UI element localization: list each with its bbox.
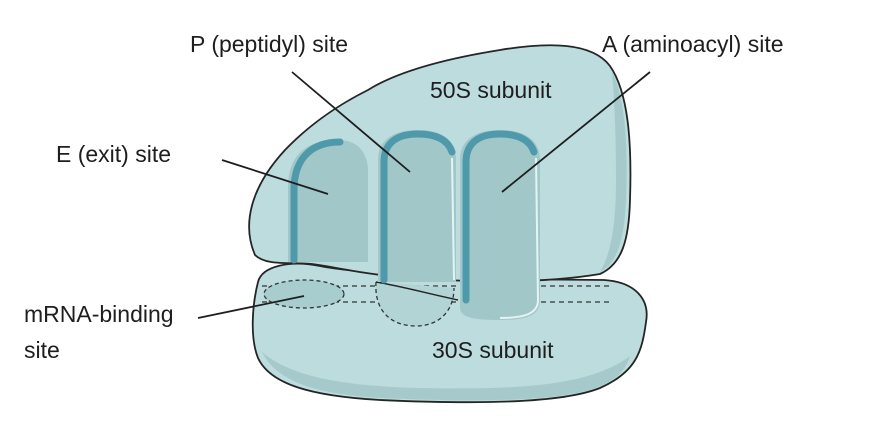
a-site-highlight (499, 157, 540, 319)
mrna-binding-oval (263, 279, 345, 309)
p-site-pocket (378, 130, 456, 284)
large-subunit-label: 50S subunit (430, 77, 552, 103)
mrna-binding-label-line2: site (24, 337, 60, 363)
p-site-highlight (451, 157, 455, 281)
e-site-rim (290, 138, 344, 264)
large-subunit-shadow (600, 72, 627, 272)
a-site-rim (462, 130, 538, 304)
mrna-binding-leader (197, 295, 305, 319)
e-site-pocket (288, 138, 368, 264)
p-site-lower-lobe (375, 281, 455, 327)
p-site-leader (291, 71, 411, 173)
e-site-leader (221, 159, 329, 195)
a-site-label: A (aminoacyl) site (602, 31, 784, 57)
mrna-binding-label-line1: mRNA-binding (24, 301, 174, 327)
large-subunit (248, 44, 632, 320)
a-site-leader (501, 71, 651, 193)
small-subunit (251, 262, 648, 404)
e-site-label: E (exit) site (56, 141, 171, 167)
a-site-pocket (460, 130, 540, 320)
small-subunit-shadow (262, 352, 630, 401)
p-site-label: P (peptidyl) site (190, 31, 348, 57)
small-subunit-label: 30S subunit (432, 337, 554, 363)
